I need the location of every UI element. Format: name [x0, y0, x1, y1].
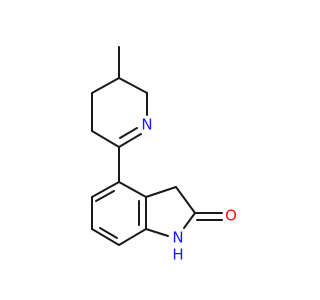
bond-n1-c2: [118, 133, 142, 148]
bond-c4a-c5-double: [95, 190, 115, 202]
bond-c4a-c5: [91, 181, 120, 198]
molecule-canvas: N O N H: [91, 46, 237, 264]
bond-c3a-c3: [145, 186, 177, 198]
amide-nitrogen-label: N: [172, 229, 183, 247]
molecule-structure: N O N H: [91, 46, 237, 264]
bond-c6-c7: [91, 228, 120, 246]
bond-n1-c7a: [145, 228, 169, 237]
carbonyl-oxygen-label: O: [225, 207, 237, 225]
bond-c2-c3: [91, 130, 120, 148]
bond-c3a-c4: [118, 181, 147, 198]
bond-c4-c5: [91, 77, 120, 94]
bond-n1-c2-double: [119, 127, 138, 139]
bond-c6-c7-double: [99, 227, 118, 239]
bond-c7-c7a: [118, 228, 147, 246]
ring-nitrogen-label: N: [141, 116, 152, 134]
bond-group: [91, 46, 223, 246]
bond-c2-n1: [183, 212, 196, 229]
amide-hydrogen-label: H: [172, 246, 183, 264]
bond-c3-c2: [175, 186, 196, 214]
bond-c5-c6: [118, 77, 148, 94]
